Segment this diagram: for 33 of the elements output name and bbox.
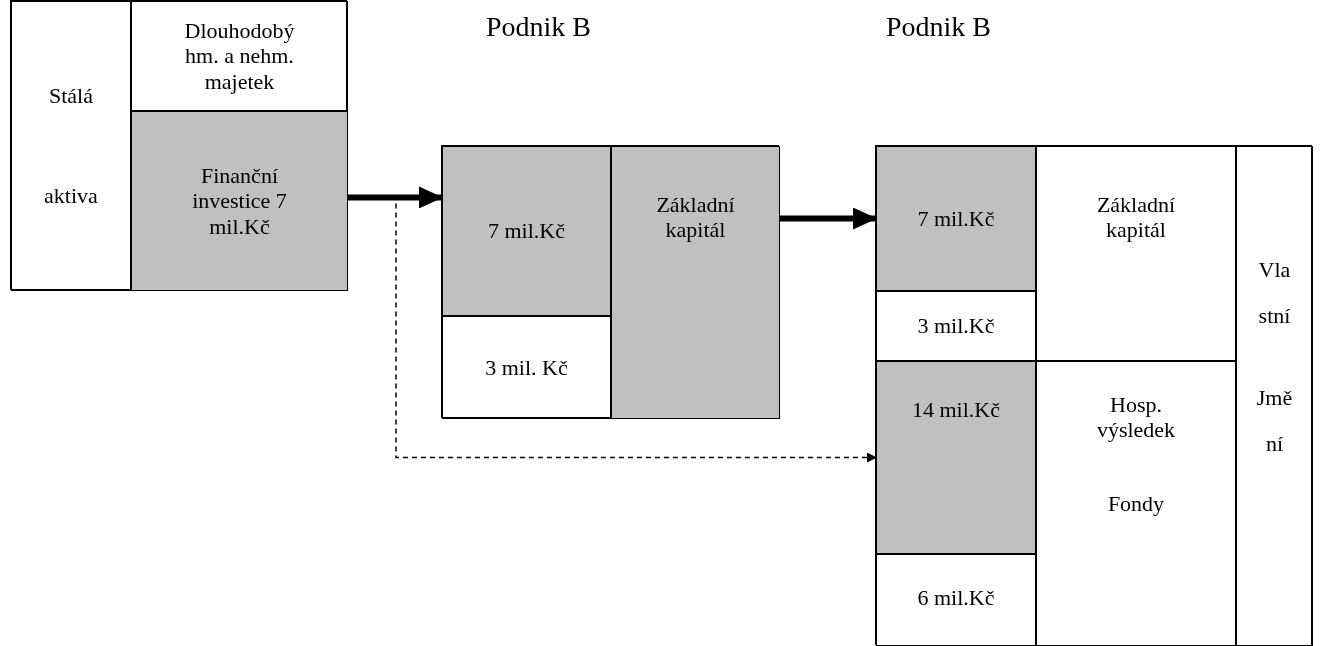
label-cell (1036, 146, 1236, 361)
heading: Podnik B (486, 11, 592, 43)
value-cell (442, 316, 611, 419)
amount: Finanční investice 7 mil.Kč (191, 163, 288, 239)
item-label: Základní kapitál (1095, 192, 1177, 243)
label-cell (1036, 361, 1236, 646)
balance-table (10, 0, 347, 290)
amount: 3 mil. Kč (485, 354, 568, 381)
amount: 7 mil.Kč (917, 205, 995, 232)
amount: 3 mil.Kč (917, 313, 995, 339)
value-cell (131, 111, 348, 291)
item-label: Základní kapitál (655, 192, 736, 243)
label-cell (11, 1, 131, 291)
item-label: Dlouhodobý hm. a nehm. majetek (183, 18, 296, 94)
item-label: Jmě ní (1255, 384, 1294, 458)
label-cell (1236, 146, 1313, 646)
value-cell (876, 361, 1036, 554)
amount: 6 mil.Kč (917, 585, 995, 611)
amount: 14 mil.Kč (912, 397, 1000, 423)
item-label: Stálá aktiva (43, 82, 99, 210)
arrow (348, 186, 443, 209)
label-cell (131, 1, 348, 111)
amount: 7 mil.Kč (488, 218, 565, 244)
label-cell (611, 146, 780, 419)
item-label: Vla stní (1257, 256, 1292, 330)
item-label: Fondy (1107, 490, 1165, 516)
value-cell (876, 554, 1036, 646)
arrow (780, 207, 877, 230)
item-label: Hosp. výsledek (1095, 392, 1177, 443)
heading: Podnik B (886, 11, 992, 43)
value-cell (442, 146, 611, 316)
value-cell (876, 291, 1036, 361)
value-cell (876, 146, 1036, 291)
